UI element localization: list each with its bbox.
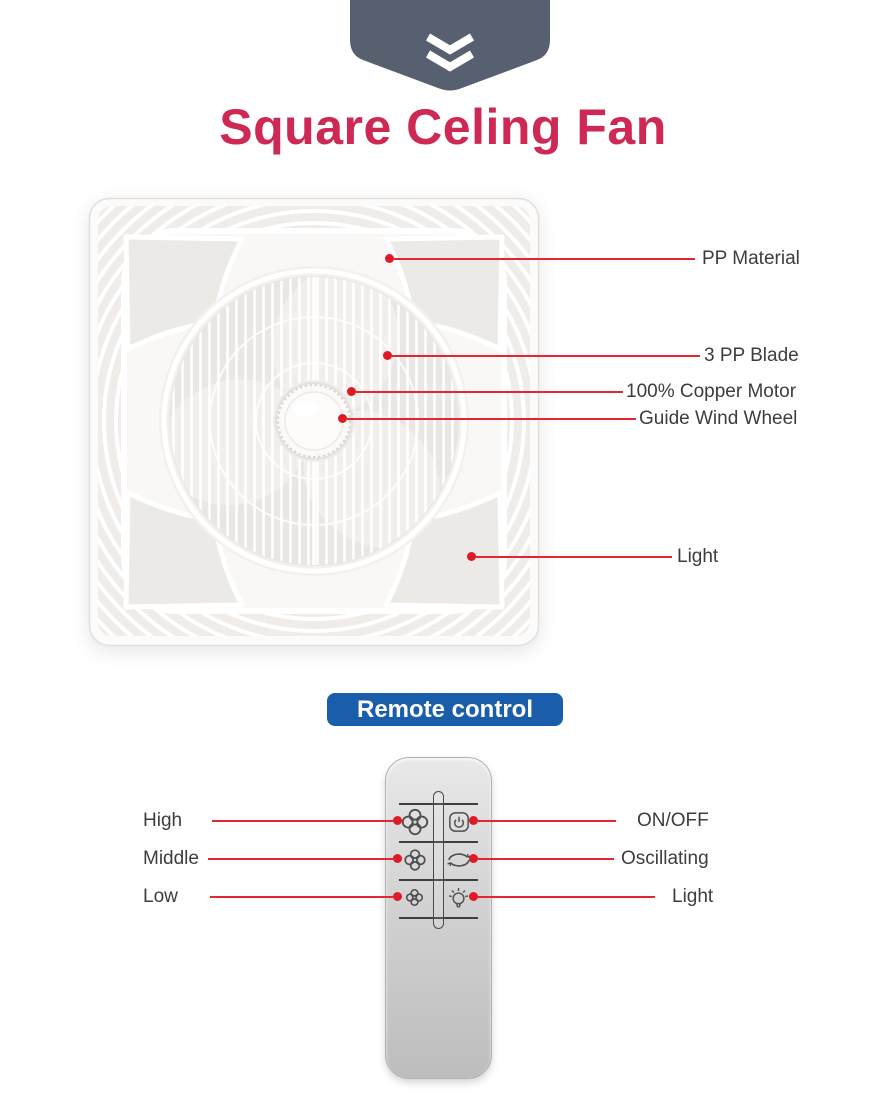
light-bulb-icon	[447, 885, 470, 910]
remote-grid-line	[399, 803, 478, 805]
power-icon	[448, 811, 470, 833]
callout-dot-pp-material	[385, 254, 394, 263]
remote-label-onoff: ON/OFF	[637, 810, 709, 831]
callout-label-pp-material: PP Material	[702, 248, 800, 269]
callout-line-pp-blade	[392, 355, 700, 357]
remote-line-onoff	[478, 820, 616, 822]
remote-control-image	[385, 757, 492, 1079]
callout-label-light: Light	[677, 546, 719, 567]
remote-line-low	[210, 896, 393, 898]
callout-label-copper-motor: 100% Copper Motor	[626, 381, 797, 402]
callout-dot-light	[467, 552, 476, 561]
callout-line-pp-material	[394, 258, 695, 260]
remote-line-oscillating	[478, 858, 614, 860]
callout-dot-guide-wind-wheel	[338, 414, 347, 423]
fan-speed-high-icon	[400, 807, 430, 837]
remote-line-light	[478, 896, 655, 898]
remote-dot-onoff	[469, 816, 478, 825]
remote-dot-middle	[393, 854, 402, 863]
callout-line-light	[476, 556, 672, 558]
remote-line-middle	[208, 858, 393, 860]
double-chevron-down-icon	[425, 33, 475, 72]
remote-label-oscillating: Oscillating	[621, 848, 709, 869]
page-title: Square Celing Fan	[219, 99, 667, 155]
remote-label-low: Low	[143, 886, 178, 907]
callout-line-copper-motor	[356, 391, 623, 393]
remote-label-middle: Middle	[143, 848, 199, 869]
banner-ribbon	[350, 0, 550, 91]
remote-grid-line	[399, 879, 478, 881]
remote-dot-low	[393, 892, 402, 901]
ceiling-fan-image	[88, 197, 540, 647]
remote-grid-line	[399, 841, 478, 843]
callout-dot-pp-blade	[383, 351, 392, 360]
remote-line-high	[212, 820, 393, 822]
motor-hub	[273, 380, 355, 462]
remote-grid-line	[399, 917, 478, 919]
remote-label-light: Light	[672, 886, 714, 907]
remote-dot-light	[469, 892, 478, 901]
remote-control-heading: Remote control	[327, 693, 563, 726]
fan-speed-low-icon	[405, 888, 424, 907]
callout-label-pp-blade: 3 PP Blade	[704, 345, 799, 366]
remote-center-capsule	[433, 791, 444, 929]
remote-dot-oscillating	[469, 854, 478, 863]
callout-dot-copper-motor	[347, 387, 356, 396]
fan-speed-middle-icon	[403, 848, 427, 872]
remote-label-high: High	[143, 810, 183, 831]
callout-label-guide-wind-wheel: Guide Wind Wheel	[639, 408, 798, 429]
remote-dot-high	[393, 816, 402, 825]
callout-line-guide-wind-wheel	[347, 418, 636, 420]
